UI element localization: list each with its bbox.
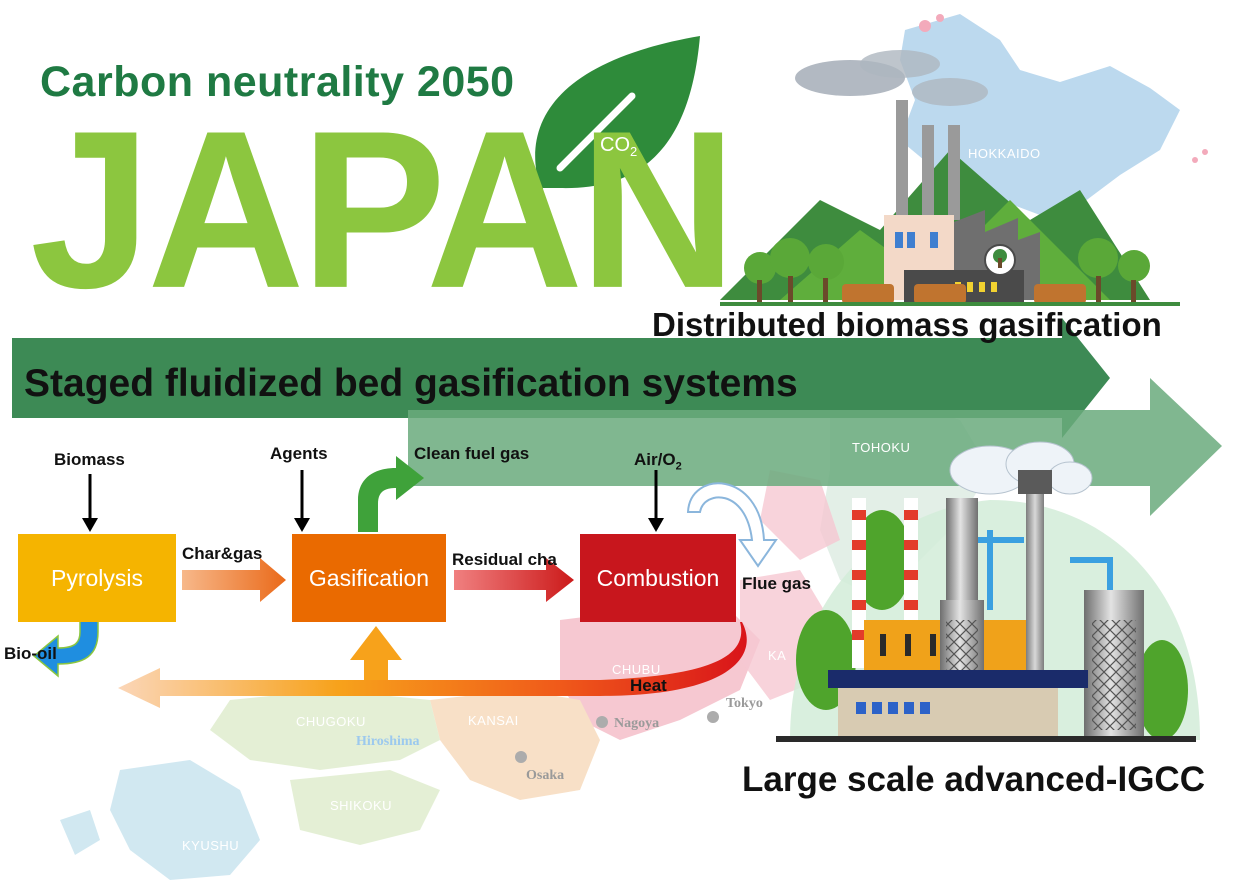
distributed-gasification-title: Distributed biomass gasification <box>652 306 1162 343</box>
char-gas-arrow <box>182 558 286 602</box>
process-arrows <box>32 456 778 678</box>
region-label-hokkaido: HOKKAIDO <box>968 146 1041 161</box>
honshu-north-strip <box>760 470 840 560</box>
co2-leaf <box>527 36 700 199</box>
heat-label: Heat <box>630 676 667 695</box>
city-label-nagoya: Nagoya <box>614 716 660 731</box>
heat-up-arrow <box>350 626 402 680</box>
kyushu-region <box>110 760 260 880</box>
banner-arrows <box>12 318 1222 516</box>
region-label-shikoku: SHIKOKU <box>330 798 393 813</box>
clean-fuel-gas-label: Clean fuel gas <box>414 444 530 463</box>
city-label-hiroshima: Hiroshima <box>356 734 420 749</box>
heat-flow <box>118 622 747 708</box>
pyrolysis-box: Pyrolysis <box>18 534 176 622</box>
kansai-region <box>430 690 600 800</box>
combustion-box: Combustion <box>580 534 736 622</box>
bio-oil-arrow <box>32 619 99 678</box>
residual-char-label: Residual cha <box>452 550 557 569</box>
hokkaido-region <box>900 14 1180 215</box>
staged-banner-arrow <box>12 318 1110 438</box>
biomass-plant-illustration <box>720 50 1180 306</box>
residual-char-arrow <box>454 558 574 602</box>
region-label-kyushu: KYUSHU <box>182 838 240 853</box>
clean-fuel-gas-arrow <box>358 456 424 532</box>
region-label-kanto: KA <box>768 648 787 663</box>
chubu-region <box>560 600 760 740</box>
city-label-tokyo: Tokyo <box>726 696 763 711</box>
staged-gasification-title: Staged fluidized bed gasification system… <box>24 362 798 405</box>
shikoku-region <box>290 770 440 845</box>
agents-label: Agents <box>270 444 328 463</box>
co2-label: CO2 <box>600 134 638 159</box>
region-label-chubu: CHUBU <box>612 662 661 677</box>
bio-oil-label: Bio-oil <box>4 644 57 663</box>
biomass-label: Biomass <box>54 450 125 469</box>
region-label-kansai: KANSAI <box>468 713 519 728</box>
flue-gas-label: Flue gas <box>742 574 811 593</box>
igcc-title: Large scale advanced-IGCC <box>742 760 1205 799</box>
city-label-osaka: Osaka <box>526 768 565 783</box>
chugoku-region <box>210 690 440 770</box>
region-label-tohoku: TOHOKU <box>852 440 911 455</box>
char-gas-label: Char&gas <box>182 544 263 563</box>
gasification-box: Gasification <box>292 534 446 622</box>
air-o2-label: Air/O2 <box>634 450 682 473</box>
region-label-chugoku: CHUGOKU <box>296 714 366 729</box>
flue-gas-arrow <box>686 482 778 568</box>
igcc-plant-illustration <box>776 441 1200 742</box>
heat-arrow <box>118 622 747 708</box>
country-title: JAPAN <box>30 85 737 336</box>
subtitle: Carbon neutrality 2050 <box>40 58 515 106</box>
